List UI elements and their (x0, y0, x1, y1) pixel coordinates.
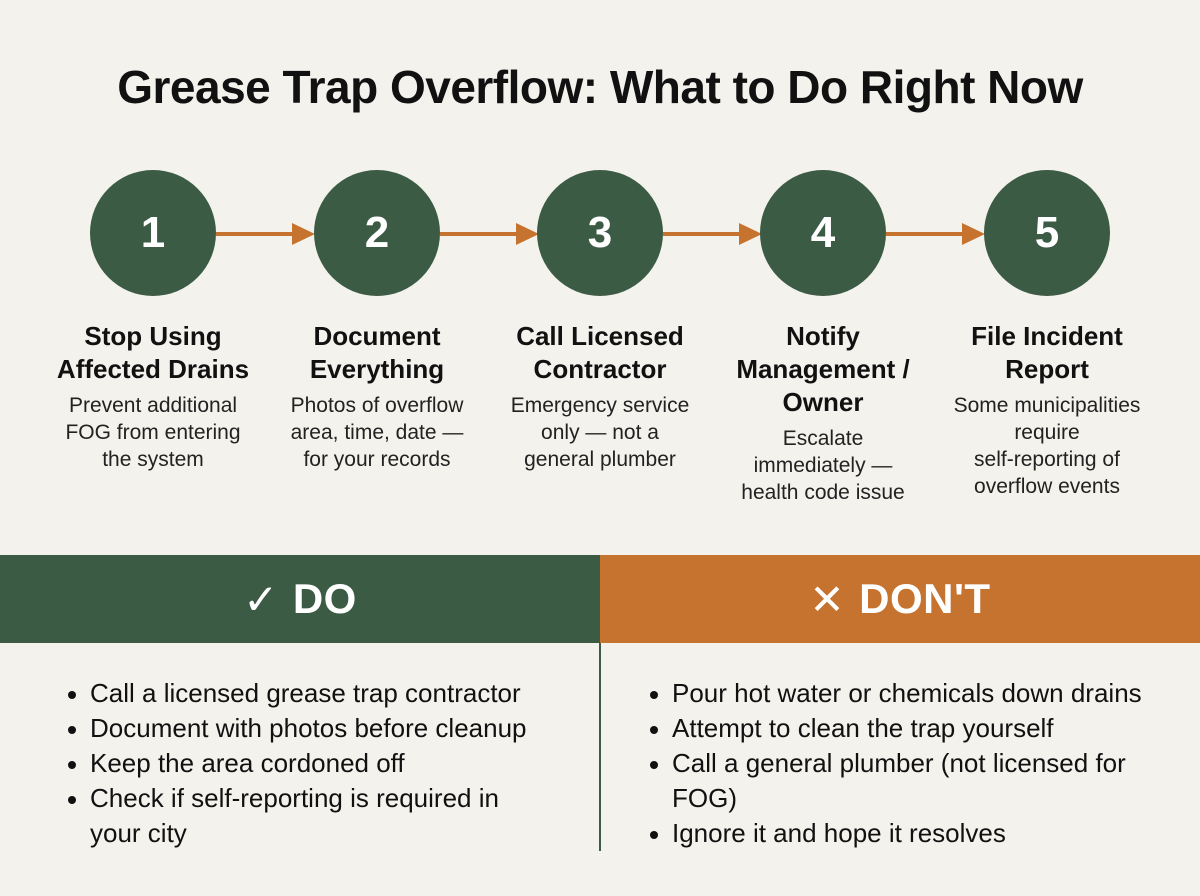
step-3-circle: 3 (537, 170, 663, 296)
dont-list: Pour hot water or chemicals down drains … (648, 676, 1148, 851)
do-label: DO (292, 575, 357, 622)
checkmark-icon: ✓ (243, 575, 279, 623)
arrow-right-icon (886, 223, 985, 245)
list-item: Keep the area cordoned off (66, 746, 546, 781)
step-2-title: Document Everything (309, 321, 445, 384)
dont-label: DON'T (859, 575, 991, 622)
step-4-description: Escalate immediately — health code issue (741, 427, 905, 504)
list-item: Document with photos before cleanup (66, 711, 546, 746)
step-2-description: Photos of overflow area, time, date — fo… (290, 394, 464, 471)
step-1-text: Stop Using Affected Drains Prevent addit… (47, 320, 259, 473)
arrow-right-icon (663, 223, 762, 245)
list-item: Ignore it and hope it resolves (648, 816, 1148, 851)
step-5-title: File Incident Report (971, 321, 1123, 384)
step-1-description: Prevent additional FOG from entering the… (65, 394, 241, 471)
column-divider (599, 643, 601, 851)
x-mark-icon: ✕ (809, 575, 846, 623)
step-3-description: Emergency service only — not a general p… (510, 394, 690, 471)
step-3-title: Call Licensed Contractor (516, 321, 684, 384)
do-list: Call a licensed grease trap contractor D… (66, 676, 546, 851)
step-1-title: Stop Using Affected Drains (56, 321, 250, 384)
list-item: Attempt to clean the trap yourself (648, 711, 1148, 746)
step-1-circle: 1 (90, 170, 216, 296)
list-item: Check if self-reporting is required in y… (66, 781, 506, 851)
list-item: Pour hot water or chemicals down drains (648, 676, 1148, 711)
dont-header: ✕ DON'T (600, 555, 1200, 643)
step-4-title: Notify Management / Owner (736, 321, 910, 417)
step-5-circle: 5 (984, 170, 1110, 296)
step-5-text: File Incident Report Some municipalities… (941, 320, 1153, 500)
step-2-text: Document Everything Photos of overflow a… (271, 320, 483, 473)
arrow-right-icon (440, 223, 539, 245)
list-item: Call a general plumber (not licensed for… (648, 746, 1128, 816)
process-flow: 1 2 3 4 5 (0, 170, 1200, 300)
page-title: Grease Trap Overflow: What to Do Right N… (117, 61, 1083, 113)
step-4-text: Notify Management / Owner Escalate immed… (717, 320, 929, 506)
step-2-circle: 2 (314, 170, 440, 296)
list-item: Call a licensed grease trap contractor (66, 676, 546, 711)
step-5-description: Some municipalities require self-reporti… (953, 394, 1141, 498)
step-4-circle: 4 (760, 170, 886, 296)
step-3-text: Call Licensed Contractor Emergency servi… (494, 320, 706, 473)
arrow-right-icon (216, 223, 315, 245)
do-header: ✓ DO (0, 555, 600, 643)
